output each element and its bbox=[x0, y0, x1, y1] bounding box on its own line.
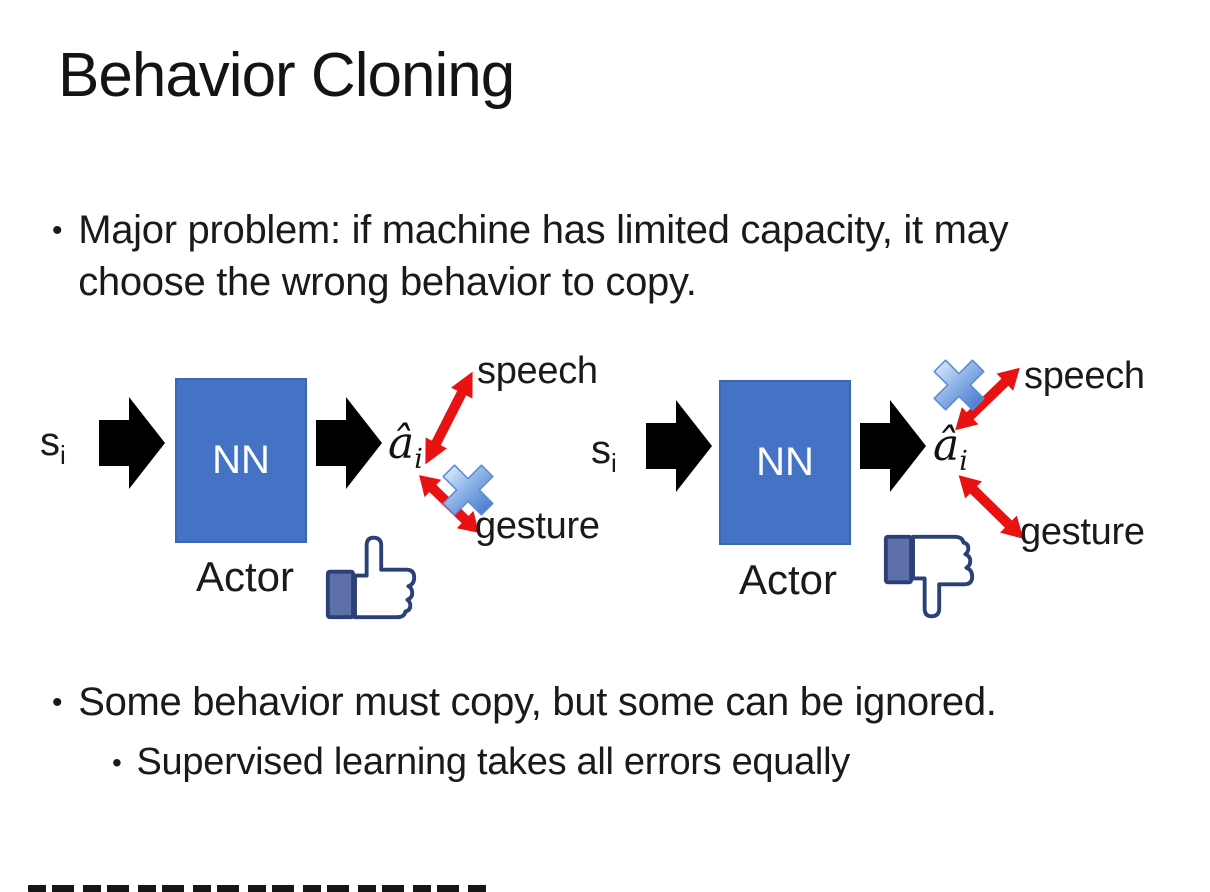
thumbs-up-icon bbox=[325, 535, 417, 620]
bullet-text: Supervised learning takes all errors equ… bbox=[136, 741, 851, 783]
nn-label: NN bbox=[212, 438, 270, 482]
black-block-arrow-icon bbox=[646, 400, 712, 492]
input-sub: i bbox=[611, 448, 617, 478]
bullet-major-problem: • Major problem: if machine has limited … bbox=[52, 204, 1063, 308]
output-sub: i bbox=[959, 445, 968, 477]
nn-box: NN bbox=[719, 380, 851, 545]
bullet-text: Major problem: if machine has limited ca… bbox=[78, 208, 1009, 304]
bullet-some-behavior: • Some behavior must copy, but some can … bbox=[52, 676, 1178, 728]
input-sub: i bbox=[60, 440, 66, 470]
gesture-label: gesture bbox=[1020, 511, 1145, 553]
thumbs-down-icon bbox=[883, 534, 975, 619]
input-base: s bbox=[40, 420, 60, 464]
nn-label: NN bbox=[756, 440, 814, 484]
actor-label: Actor bbox=[196, 553, 295, 600]
output-sub: i bbox=[414, 443, 423, 475]
gesture-label: gesture bbox=[475, 505, 600, 547]
actor-label: Actor bbox=[739, 556, 838, 603]
black-block-arrow-icon bbox=[316, 397, 382, 489]
blue-cross-icon bbox=[933, 359, 985, 411]
input-label: si bbox=[40, 420, 66, 471]
bullet-dot: • bbox=[52, 214, 63, 247]
input-label: si bbox=[591, 428, 617, 479]
bullet-dot: • bbox=[52, 686, 63, 719]
black-block-arrow-icon bbox=[860, 400, 926, 492]
output-label: âi bbox=[933, 420, 968, 477]
bullet-supervised: • Supervised learning takes all errors e… bbox=[112, 738, 1137, 787]
bullet-dot: • bbox=[112, 747, 122, 778]
output-label: âi bbox=[388, 418, 423, 475]
input-base: s bbox=[591, 428, 611, 472]
nn-box: NN bbox=[175, 378, 307, 543]
speech-label: speech bbox=[1024, 355, 1145, 397]
output-base: â bbox=[388, 418, 415, 469]
black-block-arrow-icon bbox=[99, 397, 165, 489]
output-base: â bbox=[933, 420, 960, 471]
page-title: Behavior Cloning bbox=[58, 41, 515, 110]
cutoff-text-strip bbox=[28, 885, 490, 892]
speech-label: speech bbox=[477, 350, 598, 392]
bullet-text: Some behavior must copy, but some can be… bbox=[78, 680, 997, 724]
